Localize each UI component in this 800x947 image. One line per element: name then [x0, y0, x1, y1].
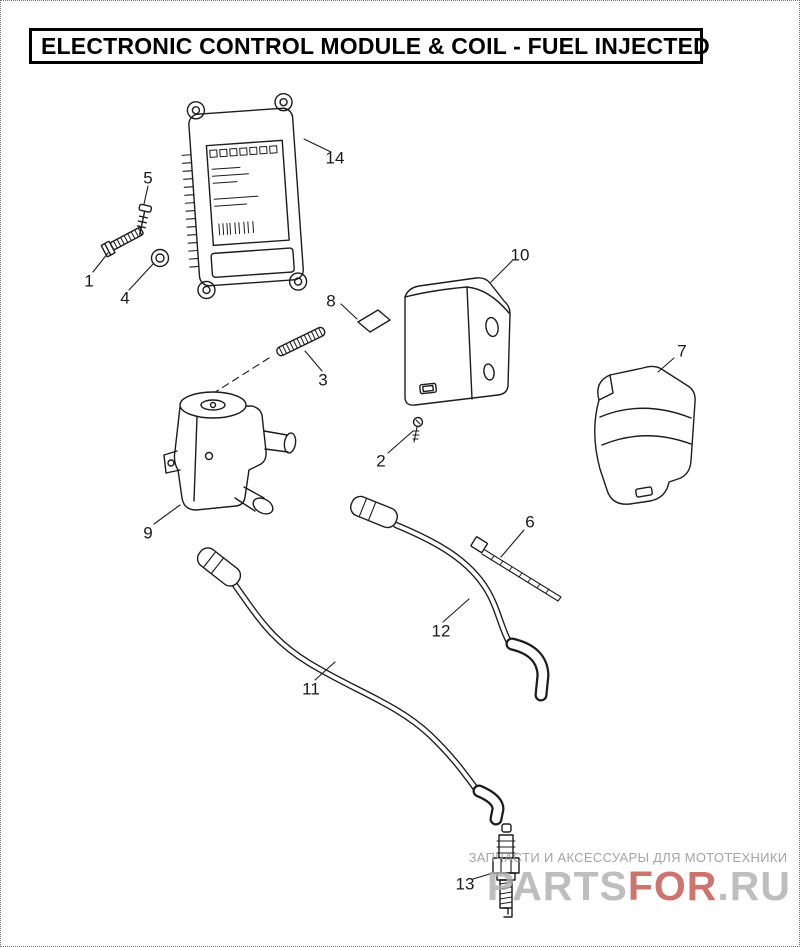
- callout-8: 8: [326, 291, 336, 311]
- watermark-brand-part1: PARTS: [486, 863, 628, 909]
- spark-plug-13-drawing: [492, 823, 520, 918]
- washer-4-drawing: [150, 248, 170, 268]
- side-cover-7-drawing: [594, 365, 696, 505]
- page-title-box: ELECTRONIC CONTROL MODULE & COIL - FUEL …: [29, 28, 710, 64]
- callout-5: 5: [143, 168, 153, 188]
- page-title: ELECTRONIC CONTROL MODULE & COIL - FUEL …: [41, 32, 710, 59]
- watermark-tagline: ЗАПЧАСТИ И АКСЕССУАРЫ ДЛЯ МОТОТЕХНИКИ: [468, 850, 788, 865]
- screw-5-drawing: [136, 203, 153, 236]
- pad-8-drawing: [357, 309, 391, 333]
- callout-1: 1: [84, 271, 94, 291]
- assembly-axis: [197, 357, 270, 404]
- coil-cover-10-drawing: [404, 277, 511, 406]
- callout-6: 6: [525, 512, 535, 532]
- ecm-drawing: [181, 92, 308, 300]
- bolt-1-drawing: [100, 227, 144, 258]
- screw-2-drawing: [412, 416, 424, 443]
- watermark-brand-part2: FOR: [627, 863, 718, 909]
- callout-14: 14: [325, 148, 345, 168]
- callout-2: 2: [376, 451, 386, 471]
- stud-3-drawing: [276, 326, 326, 357]
- callout-10: 10: [510, 245, 530, 265]
- leader-lines: [92, 138, 675, 880]
- cable-tie-6-drawing: [470, 536, 562, 602]
- plug-wire-11-drawing: [196, 547, 505, 826]
- callout-12: 12: [431, 621, 451, 641]
- watermark-brand: PARTSFOR.RU: [487, 863, 791, 910]
- callout-9: 9: [143, 523, 153, 543]
- plug-wire-12-drawing: [350, 495, 550, 702]
- ignition-coil-9-drawing: [163, 391, 297, 515]
- callout-11: 11: [302, 679, 320, 699]
- watermark-brand-part3: .RU: [717, 863, 791, 909]
- callout-3: 3: [318, 370, 328, 390]
- callout-7: 7: [677, 341, 687, 361]
- callout-13: 13: [455, 874, 475, 894]
- callout-4: 4: [120, 288, 130, 308]
